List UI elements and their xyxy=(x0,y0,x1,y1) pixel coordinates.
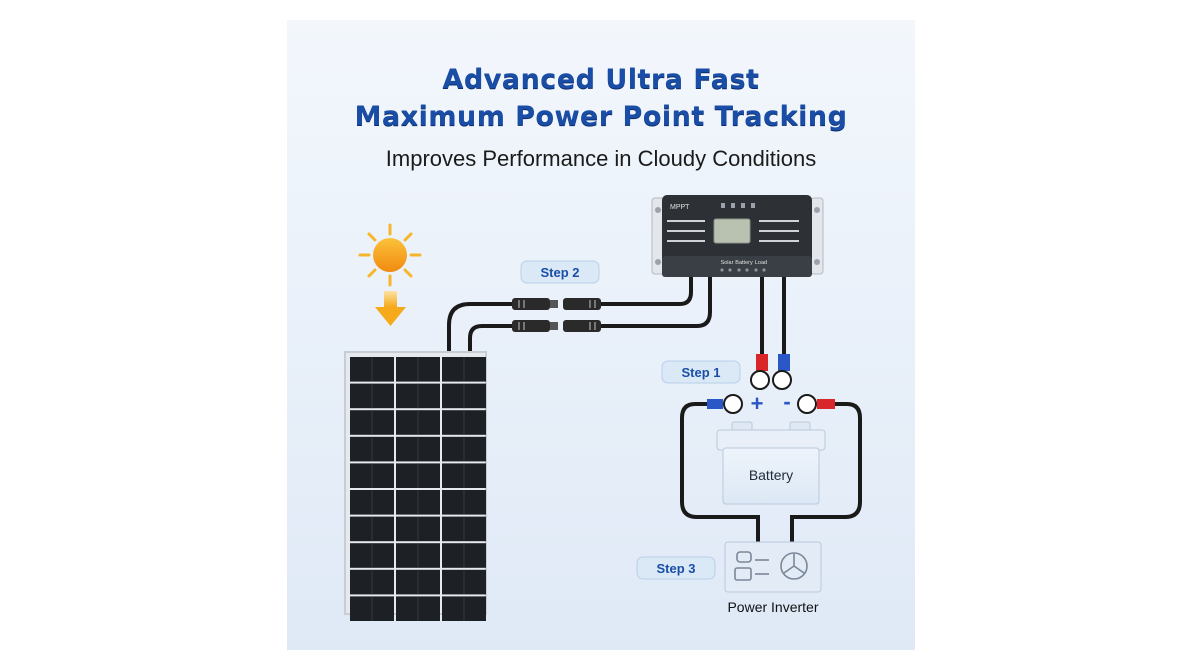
terminal-battery-label: Battery xyxy=(735,260,753,266)
terminal-solar-label: Solar xyxy=(721,260,734,266)
battery-label: Battery xyxy=(749,467,793,483)
charge-controller-icon: MPPT Solar Battery Load xyxy=(651,195,824,277)
battery-plus-sign: + xyxy=(751,391,764,416)
solar-wires xyxy=(447,273,712,357)
solar-panel-icon xyxy=(344,351,487,621)
arrow-down-icon xyxy=(375,291,406,326)
battery-terminals: + - xyxy=(707,389,835,416)
step-1-label: Step 1 xyxy=(681,365,720,380)
step-2-badge: Step 2 xyxy=(520,260,600,284)
inverter-label: Power Inverter xyxy=(727,599,818,615)
battery-icon: Battery xyxy=(716,421,826,505)
mc4-connector-top xyxy=(512,298,601,310)
battery-inverter-wires xyxy=(680,402,862,544)
mc4-connector-bottom xyxy=(512,320,601,332)
step-1-badge: Step 1 xyxy=(661,360,741,384)
title-line-2: Maximum Power Point Tracking xyxy=(354,101,848,132)
subtitle: Improves Performance in Cloudy Condition… xyxy=(385,146,817,171)
wiring-diagram: Step 2 MPPT xyxy=(344,195,862,621)
diagram-panel: Advanced Ultra Fast Maximum Power Point … xyxy=(287,20,915,650)
terminal-load-label: Load xyxy=(755,260,767,266)
controller-model: MPPT xyxy=(670,204,690,211)
battery-minus-sign: - xyxy=(783,389,790,414)
controller-battery-wires xyxy=(750,277,792,390)
step-2-label: Step 2 xyxy=(540,265,579,280)
title-line-1: Advanced Ultra Fast xyxy=(442,64,760,95)
sun-icon xyxy=(358,223,422,287)
power-inverter-icon: Power Inverter xyxy=(724,541,822,615)
step-3-badge: Step 3 xyxy=(636,556,716,580)
step-3-label: Step 3 xyxy=(656,561,695,576)
